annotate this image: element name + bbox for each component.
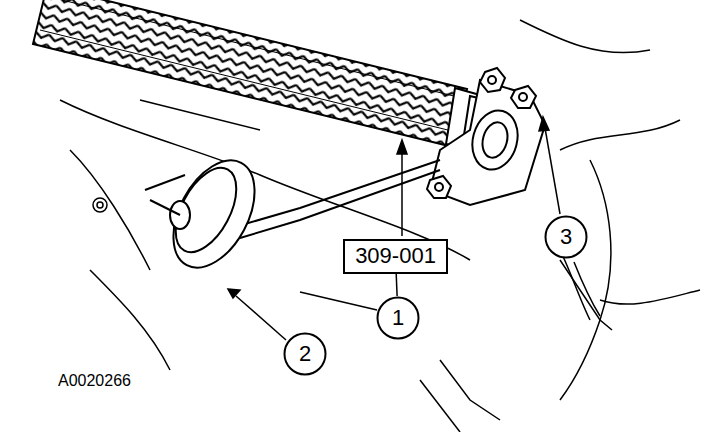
- callout-number: 3: [544, 215, 588, 259]
- callout-circle-outline: [546, 217, 587, 258]
- figure-code: A0020266: [58, 372, 131, 390]
- tool-number: 309-001: [355, 244, 436, 268]
- callout-number: 2: [283, 332, 327, 376]
- callout-text: 1: [392, 306, 404, 330]
- callout-circle-outline: [378, 298, 419, 339]
- callout-circle-outline: [285, 334, 326, 375]
- connector-line: [396, 274, 398, 296]
- callout-number: 1: [376, 296, 420, 340]
- connector-segment: [395, 274, 397, 296]
- callout-text: 3: [560, 225, 572, 249]
- callout-text: 2: [299, 342, 311, 366]
- tool-number-box: 309-001: [343, 239, 448, 274]
